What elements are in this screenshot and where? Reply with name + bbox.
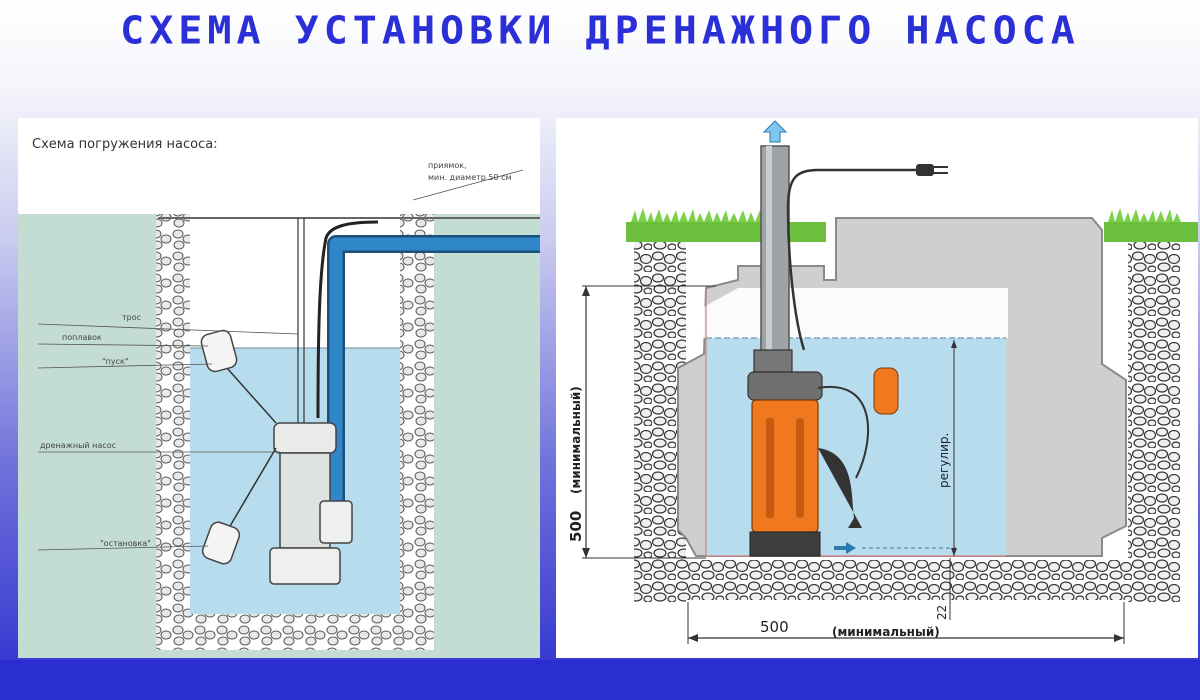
inflow-arrow-icon	[834, 542, 856, 554]
pump-base	[749, 531, 821, 557]
pump-rib-2	[796, 418, 804, 518]
pump-body	[751, 399, 819, 533]
installation-scheme-svg: 500 (минимальный) регулир. 22 500 (миним…	[567, 120, 1198, 644]
flow-up-arrow-icon	[762, 120, 788, 143]
dim-adjust-label: регулир.	[937, 433, 951, 488]
leader-stop	[37, 545, 209, 551]
submersion-scheme-panel: Схема погружения насоса: приямок, мин. д…	[18, 118, 540, 658]
float-weight	[818, 448, 862, 528]
pump-head	[273, 422, 337, 454]
dim-horizontal-note: (минимальный)	[832, 625, 940, 639]
drain-pump-label: дренажный насос	[40, 441, 116, 450]
dim-horizontal-value: 500	[760, 618, 789, 636]
pipe-coupling	[319, 500, 353, 544]
rope-label: трос	[122, 313, 141, 322]
float-upper	[200, 329, 238, 373]
gravel-wall-right	[400, 214, 434, 650]
diagram-title: СХЕМА УСТАНОВКИ ДРЕНАЖНОГО НАСОСА	[120, 9, 1080, 53]
pipe-highlight	[766, 146, 772, 366]
pit-note-1: приямок,	[428, 161, 467, 170]
grass-blades-left	[631, 208, 781, 222]
gravel-right	[1128, 242, 1180, 602]
float-cable-lower	[222, 447, 277, 539]
cutaway-edge	[705, 288, 1006, 557]
dim-gap-label: 22	[935, 605, 949, 620]
gravel-bottom	[156, 614, 434, 650]
float-label: поплавок	[62, 333, 102, 342]
dim-vertical-note: (минимальный)	[569, 386, 583, 494]
float-switch	[873, 367, 899, 415]
leader-rope	[37, 323, 299, 335]
grass-blades-right	[1108, 208, 1181, 222]
gravel-bottom	[634, 560, 1180, 600]
pump-base	[269, 547, 341, 585]
dim-vertical-value: 500	[567, 511, 585, 542]
pit-note-2: мин. диаметр 50 см	[428, 173, 512, 182]
submersion-scheme-svg: Схема погружения насоса: приямок, мин. д…	[18, 137, 540, 658]
leader-start	[37, 363, 213, 369]
power-cable	[786, 168, 916, 351]
installation-scheme-panel: 500 (минимальный) регулир. 22 500 (миним…	[556, 118, 1198, 658]
leader-float	[37, 343, 209, 347]
heading-label: Схема погружения насоса:	[32, 137, 218, 152]
float-lower	[201, 521, 241, 565]
discharge-pipe	[760, 145, 790, 367]
start-label: "пуск"	[102, 357, 129, 366]
power-cable	[316, 220, 379, 419]
grass-right	[1104, 222, 1198, 242]
bottom-bar	[0, 660, 1200, 700]
pump-top	[747, 371, 823, 401]
grass-left	[626, 222, 826, 242]
leader-pit	[412, 169, 524, 201]
float-cable	[817, 385, 870, 479]
discharge-pipe	[329, 237, 540, 503]
pump-outlet	[753, 349, 793, 373]
plug-body	[916, 164, 934, 176]
gravel-wall-left	[156, 214, 190, 650]
tank-cutaway	[702, 288, 1008, 338]
stop-label: "остановка"	[100, 539, 151, 548]
pump-rib-1	[766, 418, 774, 518]
